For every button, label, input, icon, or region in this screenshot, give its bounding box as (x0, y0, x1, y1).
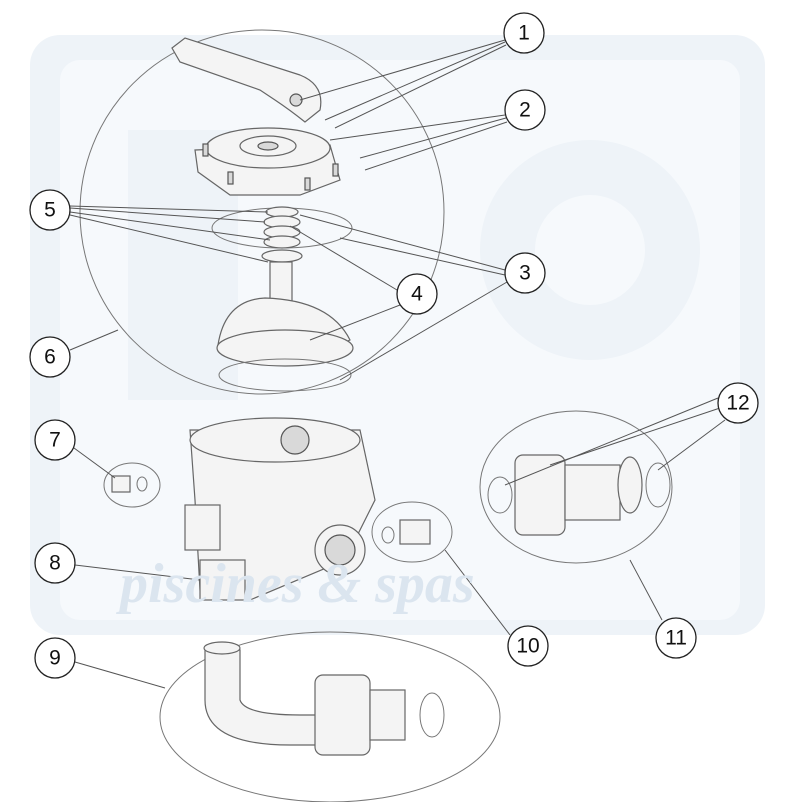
callout-11: 11 (655, 617, 697, 659)
callout-number: 5 (44, 199, 56, 222)
assembly-ellipse-11 (479, 410, 673, 564)
callout-number: 9 (49, 647, 61, 670)
leader-lines (69, 39, 726, 689)
assembly-ellipse-7 (103, 462, 161, 508)
rotor-part (216, 297, 354, 392)
callout-number: 2 (519, 99, 531, 122)
watermark-logo: piscines & spas (116, 553, 475, 615)
callout-10: 10 (507, 625, 549, 667)
callout-1: 1 (503, 12, 545, 54)
callout-number: 6 (44, 346, 56, 369)
callout-12: 12 (717, 382, 759, 424)
callout-3: 3 (504, 252, 546, 294)
assembly-circle-top (79, 29, 445, 395)
callout-number: 3 (519, 262, 531, 285)
elbow-9-part (203, 641, 445, 756)
valve-cover-part (194, 127, 341, 196)
callout-number: 10 (516, 635, 539, 658)
callout-2: 2 (504, 89, 546, 131)
callout-number: 7 (49, 429, 61, 452)
assembly-ellipse-9 (159, 631, 501, 802)
callout-4: 4 (396, 273, 438, 315)
callout-number: 12 (726, 392, 749, 415)
watermark-background (30, 35, 765, 635)
assembly-ellipse-10 (371, 501, 453, 563)
adapter-10-part (381, 519, 431, 545)
callout-number: 11 (665, 627, 687, 650)
callout-6: 6 (29, 336, 71, 378)
handle-part (171, 37, 322, 123)
callout-number: 4 (411, 283, 423, 306)
plug-7-part (111, 475, 148, 493)
callout-7: 7 (34, 419, 76, 461)
callout-9: 9 (34, 637, 76, 679)
callout-8: 8 (34, 542, 76, 584)
callout-5: 5 (29, 189, 71, 231)
callout-number: 1 (518, 22, 530, 45)
callout-number: 8 (49, 552, 61, 575)
union-11-part (487, 454, 671, 536)
valve-body-part (184, 417, 376, 601)
